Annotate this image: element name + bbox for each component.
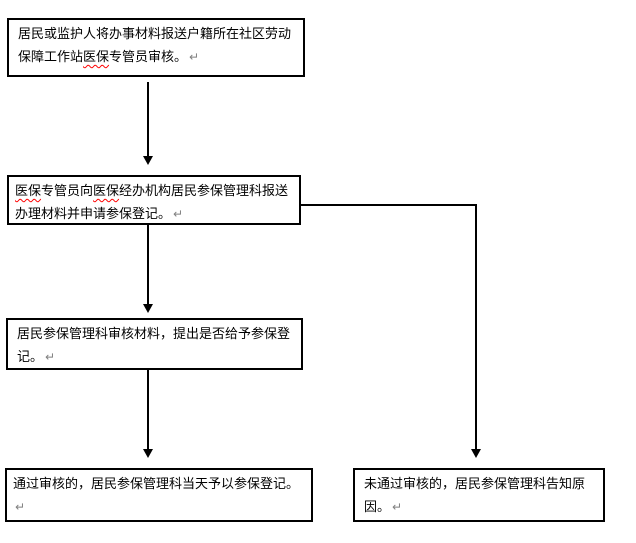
flow-step-1-box: 居民或监护人将办事材料报送户籍所在社区劳动保障工作站医保专管员审核。↵ [7,18,305,77]
arrow-step2-to-step5-horizontal-line [301,204,477,206]
spellcheck-underlined-text: 医保 [83,50,110,65]
paragraph-mark-icon: ↵ [189,50,200,64]
text-segment: 经办机构居民参保管理科报送办理材料并申请参保登记。 [15,184,289,222]
paragraph-mark-icon: ↵ [45,350,56,364]
text-segment: 专管员审核。 [109,50,188,65]
flow-step-2-box: 医保专管员向医保经办机构居民参保管理科报送办理材料并申请参保登记。↵ [7,175,301,225]
arrow-step2-to-step3-line [147,225,149,304]
text-segment: 未通过审核的，居民参保管理科告知原因。 [364,477,586,515]
flow-step-4-text: 通过审核的，居民参保管理科当天予以参保登记。 ↵ [13,477,299,515]
flow-step-3-text: 居民参保管理科审核材料，提出是否给予参保登记。↵ [17,327,290,365]
arrow-step3-to-step4-head-icon [143,449,153,458]
flow-step-3-box: 居民参保管理科审核材料，提出是否给予参保登记。↵ [6,318,303,370]
spellcheck-underlined-text: 医保 [93,184,120,199]
flow-step-1-text: 居民或监护人将办事材料报送户籍所在社区劳动保障工作站医保专管员审核。↵ [18,27,291,65]
flow-step-4-box: 通过审核的，居民参保管理科当天予以参保登记。 ↵ [5,468,313,522]
paragraph-mark-icon: ↵ [392,500,403,514]
text-segment: 居民或监护人将办事材料报送户籍所在社区劳动保障工作站 [18,27,292,65]
text-segment: 专管员向 [41,184,94,199]
text-segment: 通过审核的，居民参保管理科当天予以参保登记。 [13,477,300,492]
arrow-step3-to-step4-line [147,370,149,449]
text-segment: 居民参保管理科审核材料，提出是否给予参保登记。 [17,327,291,365]
paragraph-mark-icon: ↵ [173,207,184,221]
flow-step-5-box: 未通过审核的，居民参保管理科告知原因。↵ [353,468,605,522]
arrow-step2-to-step5-vertical-line [475,204,477,449]
spellcheck-underlined-text: 医保 [15,184,42,199]
flow-step-5-text: 未通过审核的，居民参保管理科告知原因。↵ [364,477,585,515]
arrow-step2-to-step5-head-icon [471,449,481,458]
paragraph-mark-icon: ↵ [15,500,26,514]
arrow-step1-to-step2-head-icon [143,156,153,165]
flow-step-2-text: 医保专管员向医保经办机构居民参保管理科报送办理材料并申请参保登记。↵ [15,184,288,222]
arrow-step1-to-step2-line [147,82,149,156]
arrow-step2-to-step3-head-icon [143,304,153,313]
